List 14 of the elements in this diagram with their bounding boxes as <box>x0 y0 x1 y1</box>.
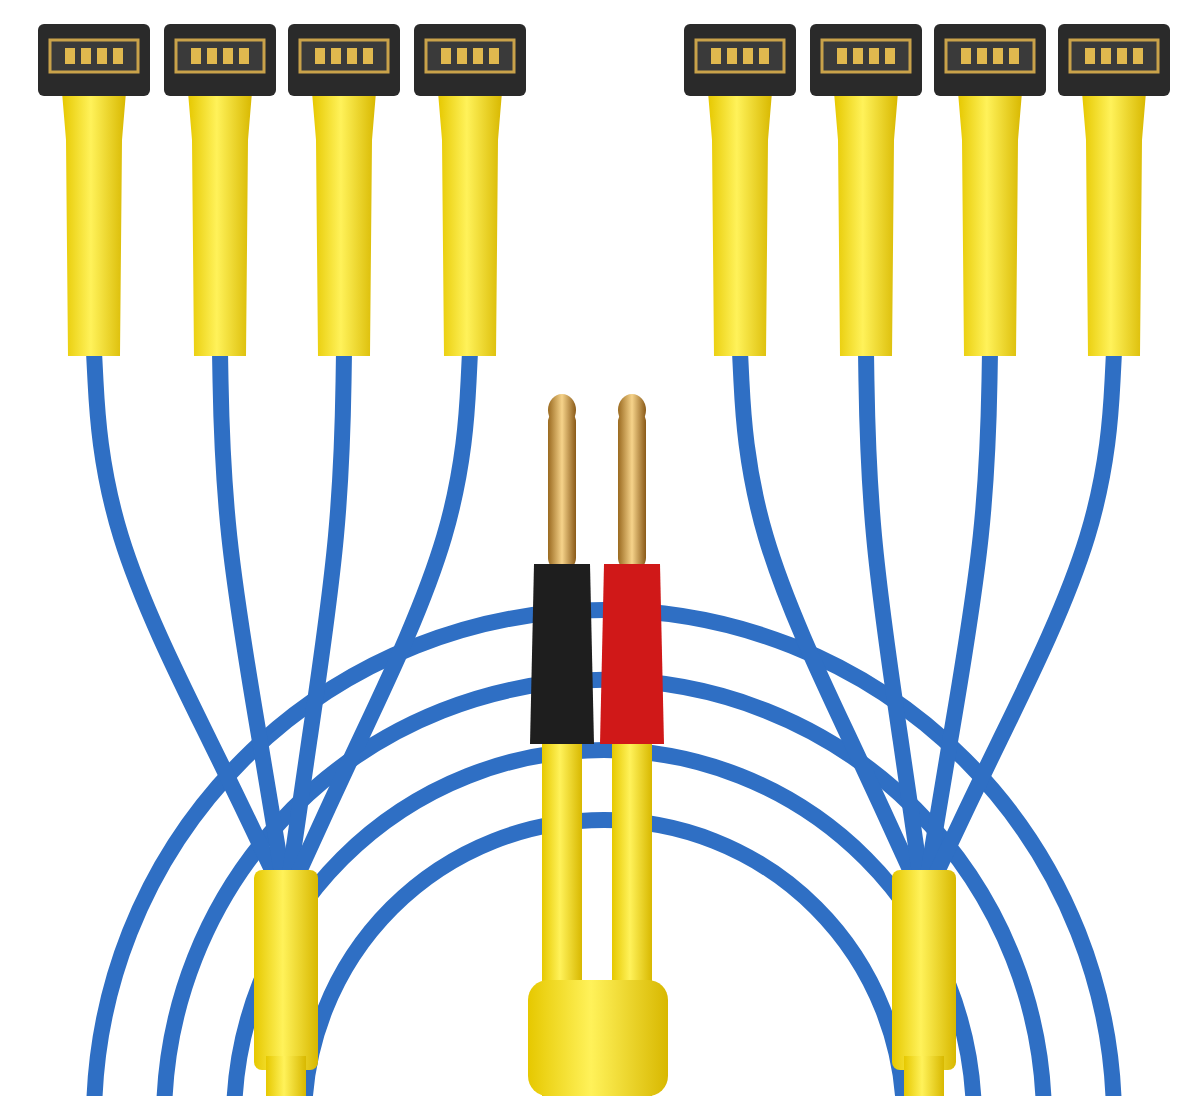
wire <box>212 351 290 876</box>
connector-plug <box>810 24 922 356</box>
wire <box>858 351 928 876</box>
connector-plug <box>288 24 400 356</box>
connector-plug <box>38 24 150 356</box>
wire <box>920 351 998 876</box>
connector-plug <box>414 24 526 356</box>
cable-sleeve <box>254 870 318 1096</box>
connector-plug <box>934 24 1046 356</box>
cable-sleeve <box>892 870 956 1096</box>
connector-plug <box>164 24 276 356</box>
connector-plug <box>1058 24 1170 356</box>
connector-plug <box>684 24 796 356</box>
wire <box>282 351 352 876</box>
